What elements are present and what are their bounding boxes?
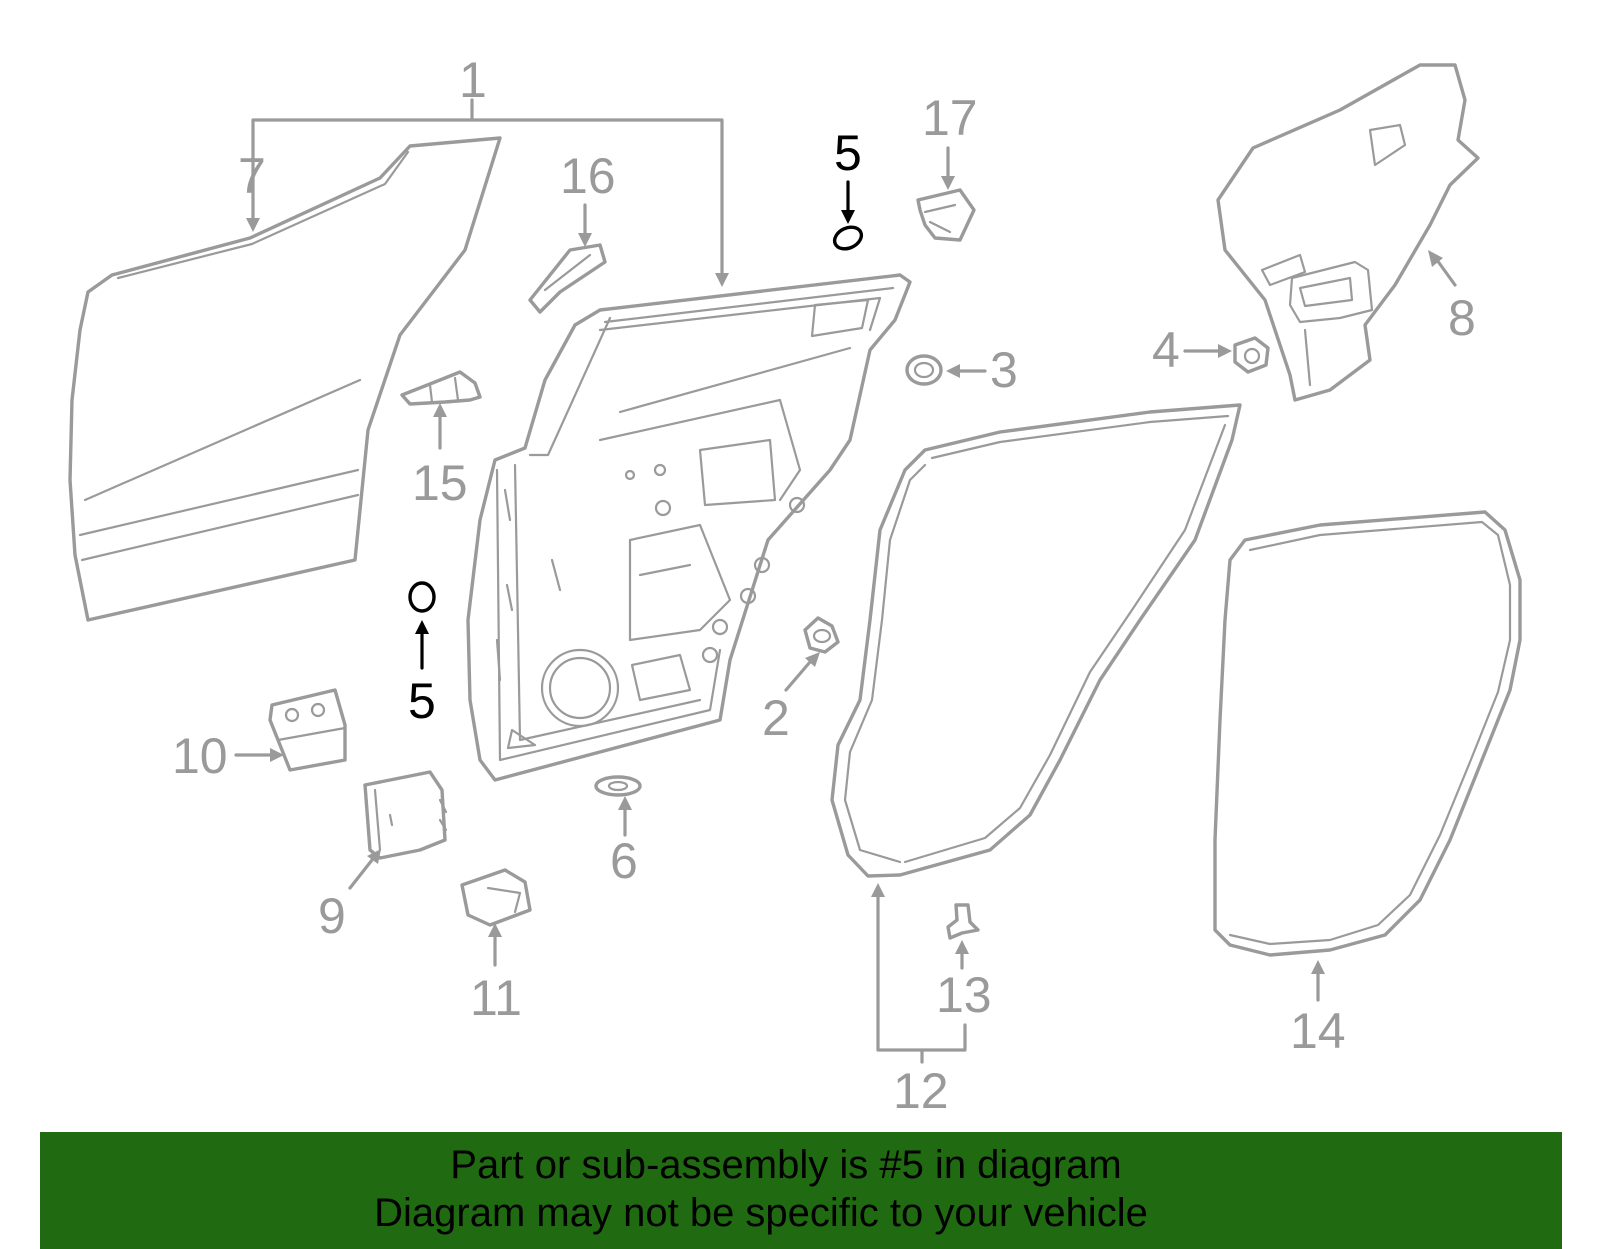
callout-1: 1 xyxy=(459,52,487,108)
callout-11: 11 xyxy=(470,970,522,1026)
callout-15: 15 xyxy=(412,455,468,511)
callout-5-top: 5 xyxy=(834,125,862,181)
callout-9: 9 xyxy=(318,888,346,944)
banner-line-disclaimer: Diagram may not be specific to your vehi… xyxy=(374,1191,1148,1235)
part-11-striker xyxy=(460,868,532,927)
part-4-nut xyxy=(1233,336,1270,374)
callout-3: 3 xyxy=(990,342,1018,398)
leader-lines xyxy=(234,98,1457,1064)
part-9-module xyxy=(363,770,448,860)
part-10-block xyxy=(268,688,347,772)
part-3-grommet xyxy=(905,354,943,386)
callout-7: 7 xyxy=(238,148,266,204)
callout-14: 14 xyxy=(1290,1003,1346,1059)
callout-2: 2 xyxy=(762,690,790,746)
part-5-highlighted xyxy=(408,225,864,613)
part-12-weatherstrip xyxy=(830,403,1242,878)
part-6-washer xyxy=(594,775,642,797)
part-16-bracket xyxy=(528,243,607,314)
callout-8: 8 xyxy=(1448,290,1476,346)
part-17-clip xyxy=(916,188,976,242)
callout-17: 17 xyxy=(922,90,978,146)
callout-5-bottom: 5 xyxy=(408,673,436,729)
info-banner: Part or sub-assembly is #5 in diagram Di… xyxy=(40,1132,1562,1249)
callout-6: 6 xyxy=(610,833,638,889)
callout-13: 13 xyxy=(936,967,992,1023)
callout-16: 16 xyxy=(560,148,616,204)
part-14-weatherstrip xyxy=(1213,510,1522,957)
banner-line-part: Part or sub-assembly is #5 in diagram xyxy=(450,1143,1122,1187)
part-15-hinge xyxy=(400,370,482,406)
part-8-service-hole-cover xyxy=(1216,63,1480,402)
callout-4: 4 xyxy=(1152,322,1180,378)
callout-12: 12 xyxy=(893,1063,949,1119)
part-7-door-outer-panel xyxy=(68,136,502,622)
part-13-clip xyxy=(946,903,980,940)
part-1-door-shell xyxy=(466,273,912,782)
part-2-retainer xyxy=(803,616,840,654)
callout-10: 10 xyxy=(172,728,228,784)
callout-labels: 1 7 16 15 5 5 17 3 4 8 2 10 9 6 11 13 12… xyxy=(172,52,1476,1119)
